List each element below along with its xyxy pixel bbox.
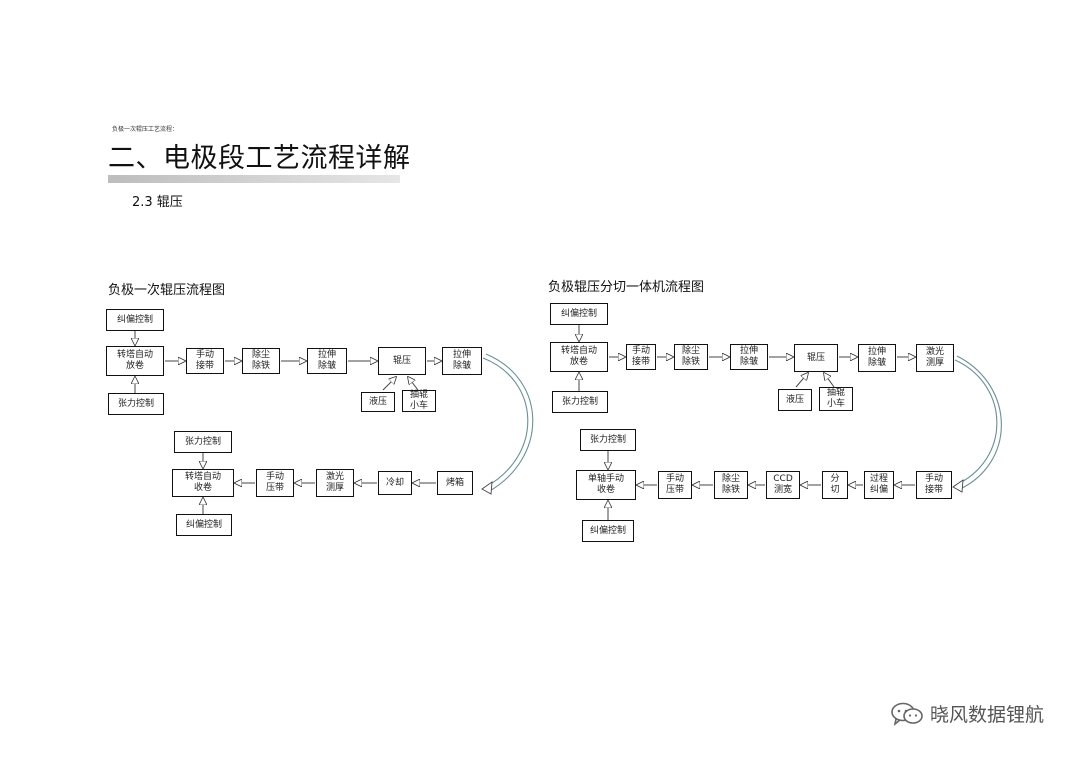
right-box-zhangli-bottom: 张力控制 bbox=[552, 391, 608, 413]
right-box-ccd: CCD 测宽 bbox=[766, 471, 800, 499]
left-box-cart: 抽辊 小车 bbox=[402, 390, 436, 412]
right-box-unwind: 转塔自动 放卷 bbox=[550, 342, 608, 372]
header-small-text: 负极一次辊压工艺流程： bbox=[112, 126, 179, 133]
title-underline bbox=[108, 175, 400, 183]
left-box-splice: 手动 接带 bbox=[186, 348, 224, 374]
right-box-splice2: 手动 接带 bbox=[916, 471, 952, 499]
left-box-dust: 除尘 除铁 bbox=[242, 348, 280, 374]
watermark-text: 晓风数据锂航 bbox=[929, 704, 1044, 726]
right-box-splice: 手动 接带 bbox=[626, 344, 656, 370]
left-box-cool: 冷却 bbox=[378, 471, 412, 495]
right-box-rewind: 单轴手动 收卷 bbox=[576, 470, 636, 500]
right-box-press-tape: 手动 压带 bbox=[658, 471, 692, 499]
left-box-oven: 烤箱 bbox=[437, 471, 473, 495]
right-box-zhangli-top2: 张力控制 bbox=[580, 429, 636, 451]
left-box-laser: 激光 测厚 bbox=[316, 469, 354, 497]
right-box-stretch2: 拉伸 除皱 bbox=[858, 344, 896, 372]
left-box-stretch2: 拉伸 除皱 bbox=[442, 347, 482, 375]
left-box-unwind: 转塔自动 放卷 bbox=[106, 346, 164, 376]
right-box-slit: 分 切 bbox=[822, 471, 848, 499]
right-box-laser: 激光 测厚 bbox=[916, 344, 954, 372]
section-label: 2.3 辊压 bbox=[132, 195, 183, 210]
left-box-press-tape: 手动 压带 bbox=[256, 469, 294, 497]
left-box-zhangli-top2: 张力控制 bbox=[174, 431, 232, 453]
right-box-correct: 过程 纠偏 bbox=[864, 471, 894, 499]
right-box-jiupian-top: 纠偏控制 bbox=[550, 303, 608, 325]
right-box-stretch1: 拉伸 除皱 bbox=[730, 344, 768, 370]
right-box-jiupian-bottom2: 纠偏控制 bbox=[582, 520, 634, 542]
watermark: 晓风数据锂航 bbox=[890, 700, 1044, 727]
right-diagram-title: 负极辊压分切一体机流程图 bbox=[548, 280, 705, 295]
left-diagram-title: 负极一次辊压流程图 bbox=[108, 283, 226, 298]
wechat-icon bbox=[891, 702, 923, 726]
right-box-cart: 抽辊 小车 bbox=[819, 387, 853, 411]
right-box-dust2: 除尘 除铁 bbox=[714, 471, 748, 499]
left-box-jiupian-top: 纠偏控制 bbox=[106, 309, 164, 331]
left-box-zhangli-bottom: 张力控制 bbox=[108, 393, 164, 415]
page-title: 二、电极段工艺流程详解 bbox=[108, 143, 411, 174]
left-box-roll: 辊压 bbox=[378, 347, 426, 375]
right-box-roll: 辊压 bbox=[794, 344, 838, 372]
left-box-jiupian-bottom2: 纠偏控制 bbox=[176, 514, 232, 536]
right-box-dust: 除尘 除铁 bbox=[674, 344, 708, 370]
left-box-hydraulic: 液压 bbox=[361, 392, 395, 412]
right-box-hydraulic: 液压 bbox=[778, 389, 812, 411]
left-box-stretch1: 拉伸 除皱 bbox=[307, 348, 347, 374]
left-box-rewind: 转塔自动 收卷 bbox=[172, 469, 234, 497]
